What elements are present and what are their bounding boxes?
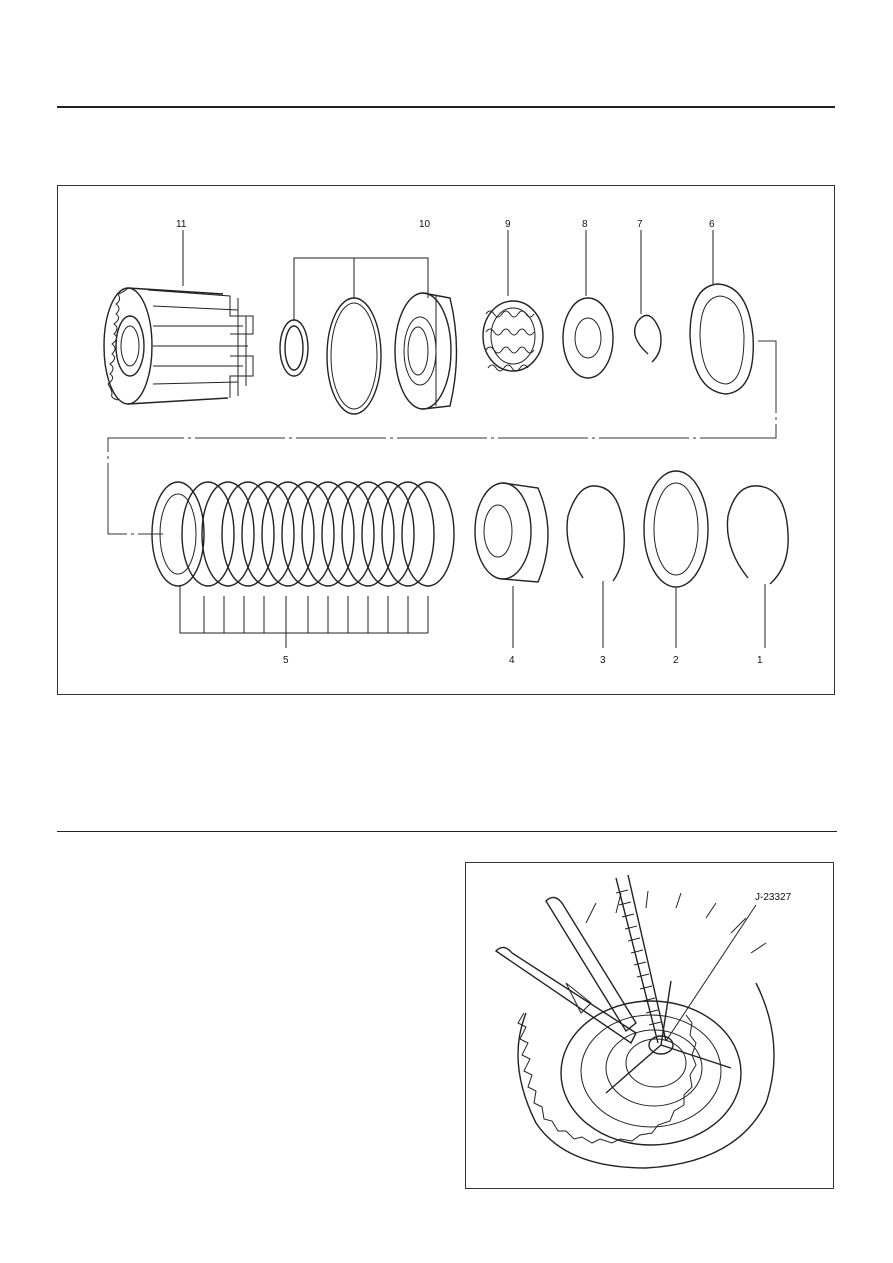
callout-10: 10 <box>419 219 431 230</box>
callout-9: 9 <box>505 219 511 230</box>
tool-usage-figure: J-23327 <box>465 862 834 1189</box>
callout-4: 4 <box>509 655 515 666</box>
callout-1: 1 <box>757 655 763 666</box>
tool-usage-drawing <box>494 874 775 1169</box>
exploded-view-drawing <box>103 230 789 648</box>
clutch-drum-drawing <box>517 890 775 1169</box>
part-10-piston-and-seals <box>279 257 458 415</box>
callout-6: 6 <box>709 219 715 230</box>
section-rule <box>57 831 837 832</box>
header-rule <box>57 106 835 108</box>
tool-label-leader <box>665 904 757 1042</box>
part-9-spring-assembly <box>482 230 544 372</box>
compressor-tool-drawing <box>494 874 732 1094</box>
part-7-snap-ring <box>634 230 662 363</box>
callout-8: 8 <box>582 219 588 230</box>
part-11-clutch-housing <box>103 287 254 405</box>
part-1-snap-ring <box>726 485 789 648</box>
tool-label: J-23327 <box>755 892 792 903</box>
part-6-backing-plate <box>689 230 754 395</box>
part-4-cage <box>474 482 549 648</box>
exploded-view-figure: 1 2 3 4 5 6 7 8 9 10 11 <box>57 185 835 695</box>
callout-5: 5 <box>283 655 289 666</box>
part-2-toothed-plate <box>643 470 709 648</box>
callout-3: 3 <box>600 655 606 666</box>
callout-2: 2 <box>673 655 679 666</box>
part-8-spring-retainer <box>562 230 614 379</box>
callout-11: 11 <box>176 219 187 230</box>
callout-7: 7 <box>637 219 643 230</box>
part-3-snap-ring <box>566 485 625 648</box>
part-5-clutch-plate-stack <box>151 481 455 648</box>
